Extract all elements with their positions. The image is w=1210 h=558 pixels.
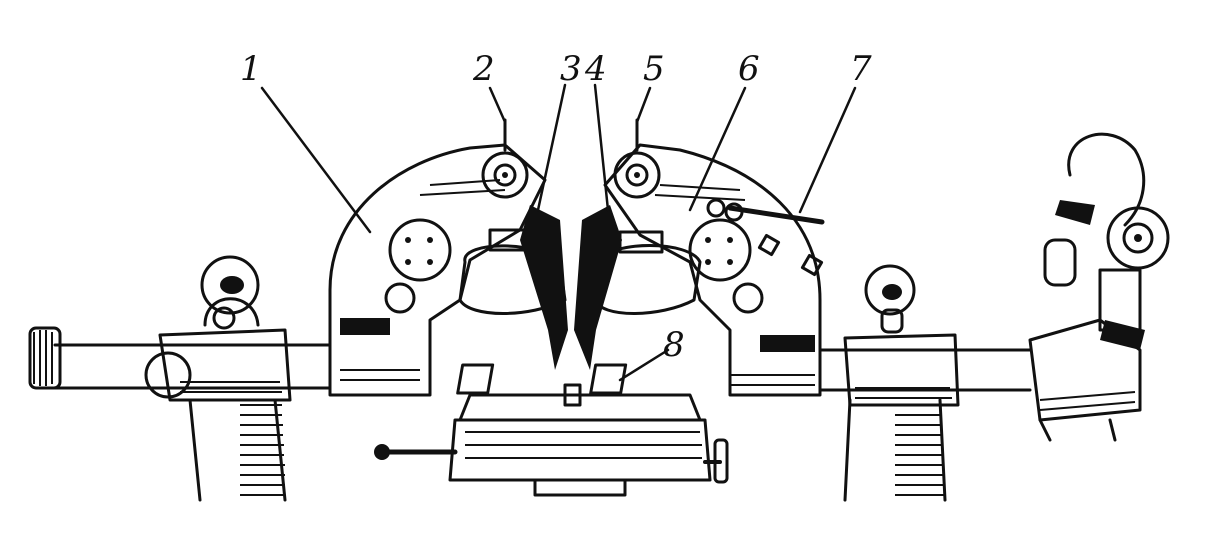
pointer-rod — [706, 198, 825, 225]
left-shaft-bracket — [144, 255, 292, 402]
leader-line-3 — [536, 83, 567, 212]
left-top-roller — [481, 118, 529, 199]
callout-2: 2 — [472, 49, 495, 89]
callout-labels: 1 2 3 4 5 6 7 8 — [240, 49, 872, 365]
right-c-arm — [594, 143, 824, 397]
leader-line-7 — [798, 86, 857, 214]
right-shaft-bracket — [843, 264, 960, 407]
work-table — [374, 363, 729, 497]
right-jaw — [574, 205, 622, 370]
leader-lines — [260, 83, 857, 382]
callout-3: 3 — [560, 49, 582, 89]
callout-8: 8 — [663, 325, 685, 365]
right-eyepiece-assembly — [1028, 132, 1170, 442]
right-pedestal — [843, 398, 947, 502]
right-top-roller — [613, 118, 661, 199]
callout-4: 4 — [584, 49, 607, 89]
main-shaft — [28, 326, 1032, 392]
leader-line-1 — [260, 86, 372, 234]
leader-line-2 — [488, 86, 507, 124]
left-c-arm — [328, 143, 567, 397]
left-pedestal — [188, 398, 287, 502]
leader-line-6 — [688, 86, 747, 212]
callout-7: 7 — [850, 49, 872, 89]
leader-line-5 — [635, 86, 652, 124]
callout-1: 1 — [240, 49, 262, 89]
leader-line-4 — [593, 83, 610, 212]
leader-line-8 — [618, 348, 670, 382]
callout-5: 5 — [643, 49, 665, 89]
callout-6: 6 — [738, 49, 760, 89]
left-jaw — [520, 205, 568, 370]
